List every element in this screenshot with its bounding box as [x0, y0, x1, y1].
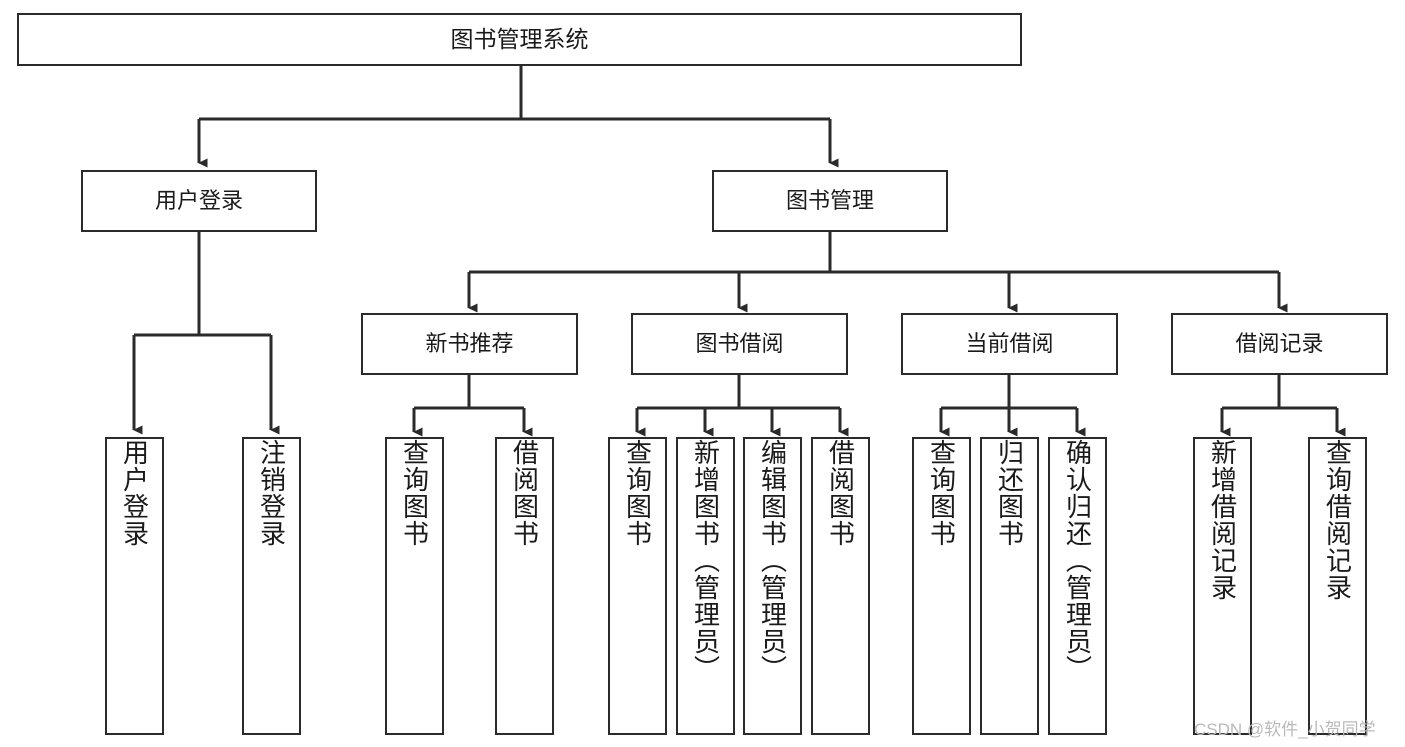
node-book-management-label: 图书管理	[785, 187, 874, 213]
node-leaf-current-borrow-2-label: 确认归还（管理员）	[1062, 439, 1093, 682]
node-leaf-borrow-record-1-label: 查询借阅记录	[1322, 439, 1353, 601]
node-borrow-record[interactable]: 借阅记录	[1171, 313, 1388, 375]
node-leaf-current-borrow-1-label: 归还图书	[994, 439, 1025, 547]
node-leaf-book-borrow-3-label: 借阅图书	[825, 439, 856, 547]
node-leaf-borrow-record-0[interactable]: 新增借阅记录	[1193, 437, 1252, 735]
node-root-system-label: 图书管理系统	[450, 25, 589, 52]
node-book-borrow[interactable]: 图书借阅	[631, 313, 848, 375]
node-leaf-user-login-0-label: 用户登录	[119, 439, 150, 547]
node-leaf-user-login-1-label: 注销登录	[256, 439, 287, 547]
node-borrow-record-label: 借阅记录	[1235, 330, 1324, 356]
node-leaf-current-borrow-0[interactable]: 查询图书	[912, 437, 971, 735]
node-leaf-user-login-1[interactable]: 注销登录	[242, 437, 301, 735]
node-current-borrow-label: 当前借阅	[965, 330, 1054, 356]
node-leaf-book-borrow-2-label: 编辑图书（管理员）	[757, 439, 788, 682]
node-user-login[interactable]: 用户登录	[81, 170, 317, 232]
node-new-book-recommend-label: 新书推荐	[425, 330, 514, 356]
node-leaf-book-borrow-3[interactable]: 借阅图书	[811, 437, 870, 735]
node-leaf-new-book-0[interactable]: 查询图书	[385, 437, 444, 735]
node-leaf-new-book-1[interactable]: 借阅图书	[495, 437, 554, 735]
node-leaf-borrow-record-0-label: 新增借阅记录	[1207, 439, 1238, 601]
node-leaf-user-login-0[interactable]: 用户登录	[105, 437, 164, 735]
node-leaf-current-borrow-1[interactable]: 归还图书	[980, 437, 1039, 735]
node-leaf-current-borrow-0-label: 查询图书	[926, 439, 957, 547]
node-leaf-book-borrow-0[interactable]: 查询图书	[608, 437, 667, 735]
node-leaf-book-borrow-1[interactable]: 新增图书（管理员）	[676, 437, 735, 735]
node-current-borrow[interactable]: 当前借阅	[901, 313, 1118, 375]
node-user-login-label: 用户登录	[154, 187, 243, 213]
node-leaf-new-book-1-label: 借阅图书	[509, 439, 540, 547]
node-leaf-borrow-record-1[interactable]: 查询借阅记录	[1308, 437, 1367, 735]
node-leaf-new-book-0-label: 查询图书	[399, 439, 430, 547]
node-leaf-current-borrow-2[interactable]: 确认归还（管理员）	[1048, 437, 1107, 735]
node-new-book-recommend[interactable]: 新书推荐	[361, 313, 578, 375]
node-leaf-book-borrow-1-label: 新增图书（管理员）	[690, 439, 721, 682]
node-leaf-book-borrow-2[interactable]: 编辑图书（管理员）	[743, 437, 802, 735]
node-leaf-book-borrow-0-label: 查询图书	[622, 439, 653, 547]
node-root-system[interactable]: 图书管理系统	[17, 13, 1022, 66]
node-book-borrow-label: 图书借阅	[695, 330, 784, 356]
node-book-management[interactable]: 图书管理	[712, 170, 948, 232]
